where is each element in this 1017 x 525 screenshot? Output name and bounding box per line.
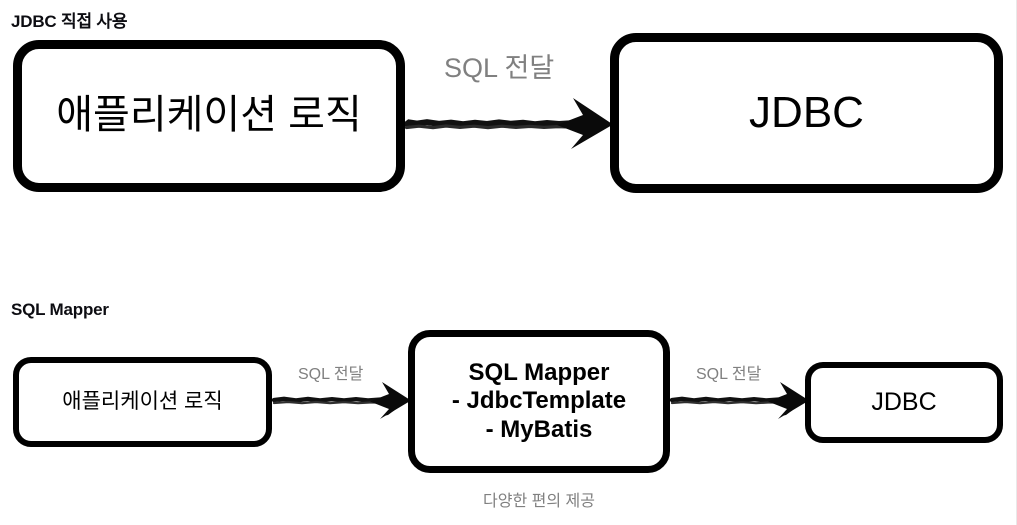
node-app-logic-bottom: 애플리케이션 로직 (13, 357, 272, 447)
node-app-logic-top: 애플리케이션 로직 (13, 40, 405, 192)
arrow-app-logic-to-jdbc (405, 94, 615, 150)
section-title-sql-mapper: SQL Mapper (11, 300, 109, 319)
node-sql-mapper-label-line2: - JdbcTemplate (451, 387, 627, 415)
edge-label-sql-transfer-top: SQL 전달 (444, 53, 555, 83)
node-sql-mapper-label-line3: - MyBatis (485, 415, 593, 443)
node-sql-mapper: SQL Mapper - JdbcTemplate - MyBatis (408, 330, 670, 473)
caption-sql-mapper-convenience: 다양한 편의 제공 (483, 493, 595, 510)
node-jdbc-bottom: JDBC (805, 362, 1003, 443)
node-jdbc-bottom-label: JDBC (871, 387, 937, 416)
node-jdbc-top: JDBC (610, 33, 1003, 193)
node-jdbc-top-label: JDBC (749, 88, 864, 138)
edge-label-sql-transfer-bottom-1: SQL 전달 (298, 366, 364, 383)
section-title-jdbc-direct: JDBC 직접 사용 (11, 12, 128, 31)
node-sql-mapper-label-line1: SQL Mapper (468, 359, 610, 387)
node-app-logic-top-label: 애플리케이션 로직 (56, 93, 362, 138)
node-sql-mapper-labels: SQL Mapper - JdbcTemplate - MyBatis (452, 359, 626, 444)
arrow-sql-mapper-to-jdbc (670, 380, 810, 420)
edge-label-sql-transfer-bottom-2: SQL 전달 (696, 366, 762, 383)
arrow-app-logic-to-sql-mapper (272, 380, 412, 420)
node-app-logic-bottom-label: 애플리케이션 로직 (62, 389, 223, 413)
